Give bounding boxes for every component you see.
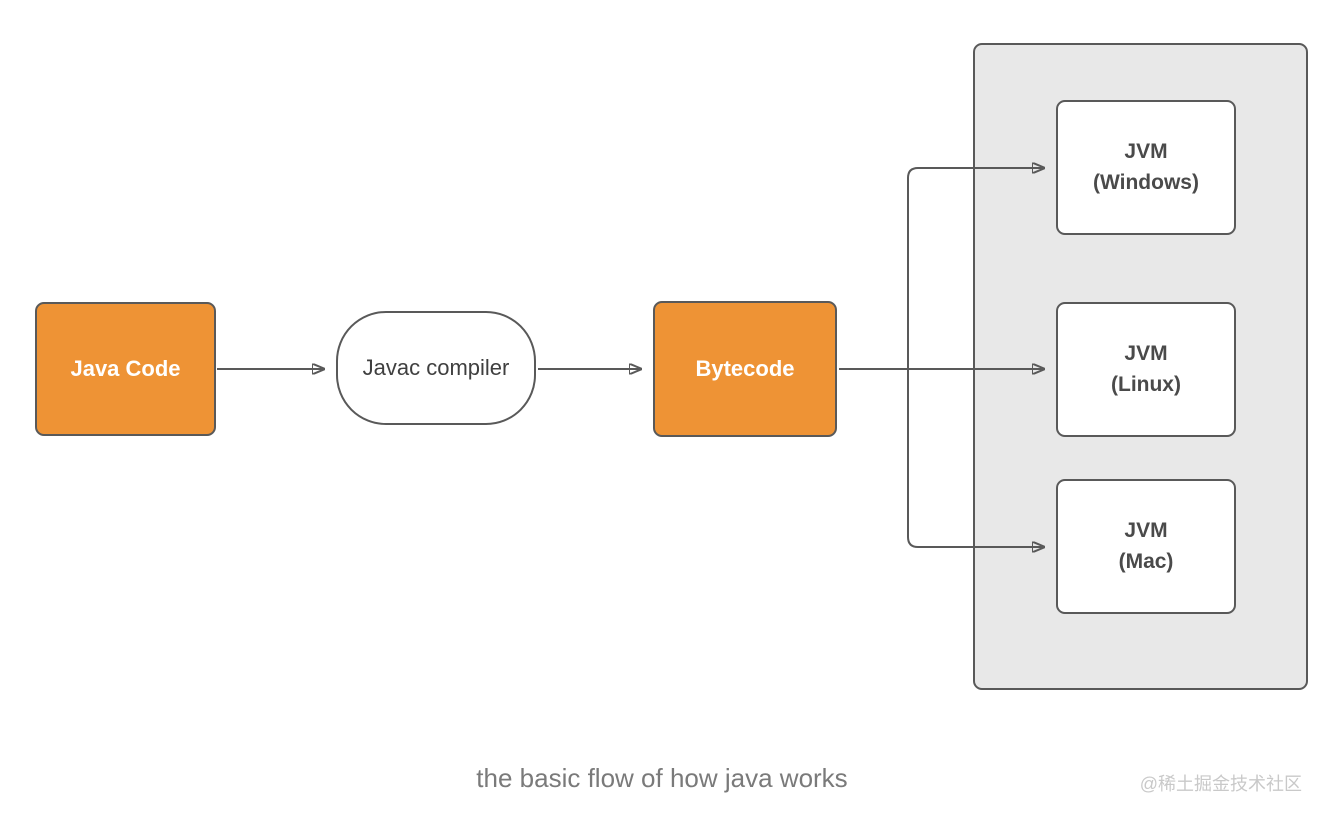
node-jvm-mac-label-line2: (Mac) xyxy=(1118,549,1174,573)
node-jvm-windows: JVM (Windows) xyxy=(1056,100,1236,235)
node-bytecode-label: Bytecode xyxy=(695,356,795,381)
node-java-code: Java Code xyxy=(35,302,216,436)
diagram-caption: the basic flow of how java works xyxy=(476,763,848,793)
node-jvm-windows-label-line2: (Windows) xyxy=(1093,170,1199,194)
node-javac-compiler-label: Javac compiler xyxy=(362,355,510,380)
watermark: @稀土掘金技术社区 xyxy=(1139,774,1302,794)
node-jvm-linux-label-line1: JVM xyxy=(1124,342,1168,366)
node-java-code-label: Java Code xyxy=(70,356,181,381)
node-jvm-linux: JVM (Linux) xyxy=(1056,302,1236,437)
node-javac-compiler: Javac compiler xyxy=(336,311,536,425)
node-bytecode: Bytecode xyxy=(653,301,837,437)
node-jvm-windows-label-line1: JVM xyxy=(1124,140,1168,164)
node-jvm-mac: JVM (Mac) xyxy=(1056,479,1236,614)
node-jvm-linux-label-line2: (Linux) xyxy=(1111,372,1181,396)
node-jvm-mac-label-line1: JVM xyxy=(1124,519,1168,543)
